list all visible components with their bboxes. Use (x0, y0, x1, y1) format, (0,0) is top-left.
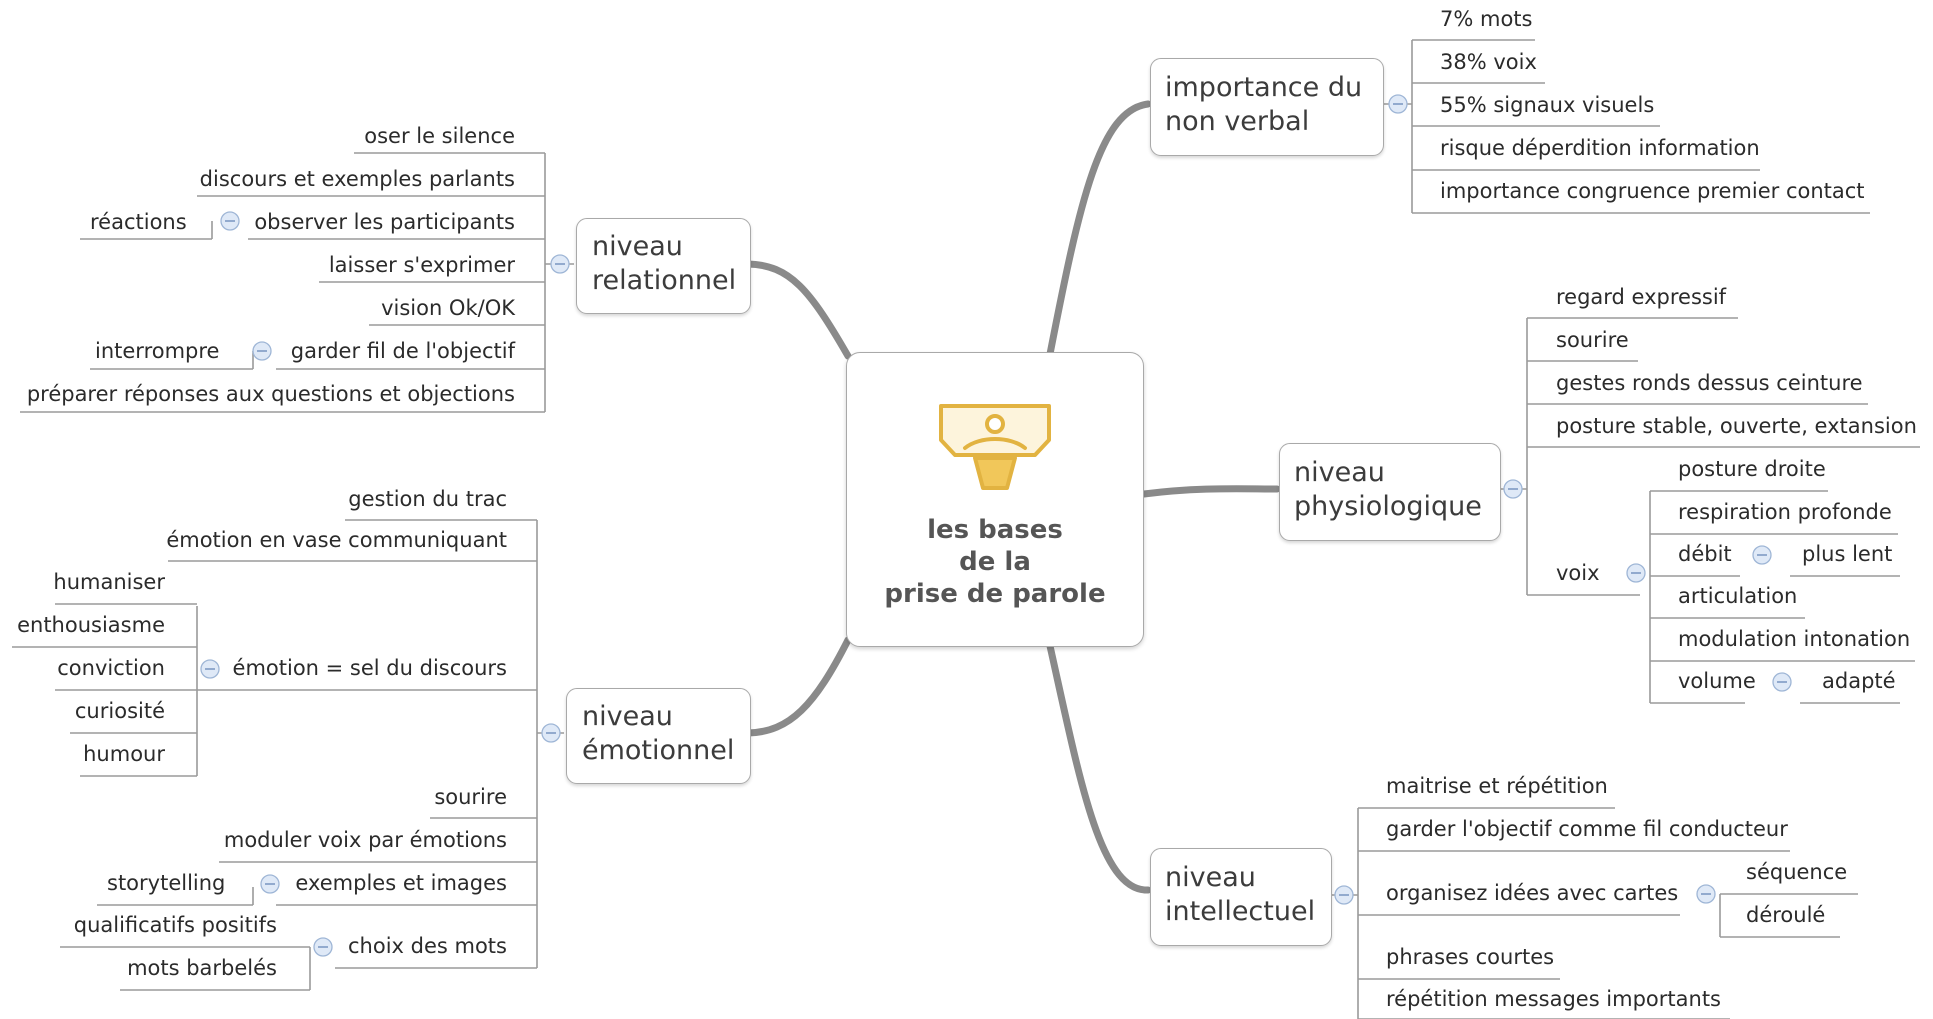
leaf-discours-exemples[interactable]: discours et exemples parlants (199, 167, 515, 191)
leaf-deroule[interactable]: déroulé (1746, 903, 1826, 927)
center-line-3: prise de parole (884, 579, 1106, 609)
leaf-conviction[interactable]: conviction (57, 656, 165, 680)
topic-intellectuel[interactable] (1150, 848, 1332, 946)
topic-physiologique-label: niveau physiologique (1294, 457, 1482, 522)
leaf-volume[interactable]: volume (1678, 669, 1756, 693)
leaf-adapte[interactable]: adapté (1822, 669, 1896, 693)
topic-relationnel-label: niveau relationnel (592, 231, 737, 296)
leaf-humaniser[interactable]: humaniser (53, 570, 165, 594)
leaf-garder-fil[interactable]: garder fil de l'objectif (290, 339, 515, 363)
leaf-gestes-ronds[interactable]: gestes ronds dessus ceinture (1556, 371, 1863, 395)
leaf-exemples-images[interactable]: exemples et images (295, 871, 507, 895)
leaf-respiration[interactable]: respiration profonde (1678, 500, 1892, 524)
leaf-vision-ok[interactable]: vision Ok/OK (381, 296, 515, 320)
leaf-repetition-messages[interactable]: répétition messages importants (1386, 987, 1721, 1011)
leaf-plus-lent[interactable]: plus lent (1802, 542, 1893, 566)
central-topic-title: les bases de la prise de parole (846, 514, 1144, 610)
center-line-2: de la (959, 547, 1031, 577)
leaf-voix[interactable]: voix (1556, 561, 1600, 585)
leaf-congruence[interactable]: importance congruence premier contact (1440, 179, 1865, 203)
leaf-choix-mots[interactable]: choix des mots (348, 934, 507, 958)
leaf-garder-objectif[interactable]: garder l'objectif comme fil conducteur (1386, 817, 1788, 841)
leaf-laisser-exprimer[interactable]: laisser s'exprimer (328, 253, 515, 277)
leaf-articulation[interactable]: articulation (1678, 584, 1798, 608)
leaf-moduler-voix[interactable]: moduler voix par émotions (223, 828, 507, 852)
leaf-posture-stable[interactable]: posture stable, ouverte, extansion (1556, 414, 1917, 438)
topic-emotionnel[interactable] (566, 688, 751, 784)
leaf-humour[interactable]: humour (83, 742, 165, 766)
leaf-organisez-idees[interactable]: organisez idées avec cartes (1386, 881, 1679, 905)
leaf-posture-droite[interactable]: posture droite (1678, 457, 1826, 481)
center-line-1: les bases (927, 515, 1063, 545)
leaf-sourire-emotion[interactable]: sourire (434, 785, 507, 809)
leaf-oser-silence[interactable]: oser le silence (364, 124, 515, 148)
leaf-emotion-sel[interactable]: émotion = sel du discours (232, 656, 507, 680)
leaf-mots-barbeles[interactable]: mots barbelés (127, 956, 277, 980)
topic-nonverbal[interactable] (1150, 58, 1384, 156)
leaf-55-signaux[interactable]: 55% signaux visuels (1440, 93, 1655, 117)
leaf-phrases-courtes[interactable]: phrases courtes (1386, 945, 1555, 969)
leaf-regard[interactable]: regard expressif (1556, 285, 1727, 309)
leaf-38-voix[interactable]: 38% voix (1440, 50, 1537, 74)
topic-intellectuel-label: niveau intellectuel (1165, 862, 1316, 927)
topic-emotionnel-label: niveau émotionnel (582, 701, 735, 766)
leaf-sourire-physio[interactable]: sourire (1556, 328, 1629, 352)
leaf-reactions[interactable]: réactions (90, 210, 187, 234)
leaf-maitrise[interactable]: maitrise et répétition (1386, 774, 1608, 798)
leaf-curiosite[interactable]: curiosité (74, 699, 165, 723)
leaf-storytelling[interactable]: storytelling (107, 871, 226, 895)
leaf-gestion-trac[interactable]: gestion du trac (348, 487, 507, 511)
leaf-observer-participants[interactable]: observer les participants (254, 210, 515, 234)
topic-physiologique[interactable] (1279, 443, 1501, 541)
topic-relationnel[interactable] (576, 218, 751, 314)
leaf-debit[interactable]: débit (1678, 542, 1732, 566)
presentation-icon (939, 404, 1051, 490)
leaf-interrompre[interactable]: interrompre (95, 339, 220, 363)
leaf-qualificatifs[interactable]: qualificatifs positifs (73, 913, 277, 937)
leaf-enthousiasme[interactable]: enthousiasme (17, 613, 165, 637)
leaf-sequence[interactable]: séquence (1746, 860, 1848, 884)
leaf-modulation[interactable]: modulation intonation (1678, 627, 1911, 651)
topic-nonverbal-label: importance du non verbal (1165, 72, 1363, 137)
leaf-preparer-reponses[interactable]: préparer réponses aux questions et objec… (26, 382, 515, 406)
central-topic[interactable] (846, 352, 1144, 647)
leaf-emotion-vase[interactable]: émotion en vase communiquant (166, 528, 507, 552)
leaf-risque-deperdition[interactable]: risque déperdition information (1440, 136, 1760, 160)
leaf-7-mots[interactable]: 7% mots (1440, 7, 1533, 31)
